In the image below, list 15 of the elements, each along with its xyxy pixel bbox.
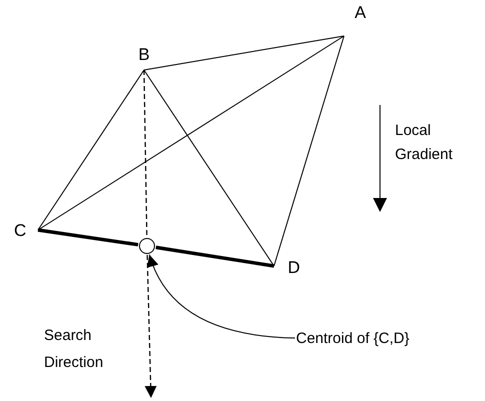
edge-line — [38, 36, 344, 230]
edge-line — [144, 70, 274, 266]
edge-line — [38, 70, 144, 230]
edge-line — [156, 246, 274, 268]
leader-arrow — [148, 254, 296, 338]
label-text: Search Direction — [44, 326, 104, 373]
label-text: Local Gradient — [395, 121, 454, 165]
vertex-label: C — [14, 216, 38, 244]
vertex-label: D — [274, 254, 300, 280]
callout-text: Centroid of {C,D} — [296, 328, 466, 348]
vertex-label: A — [344, 4, 366, 36]
vertex-label: B — [130, 46, 158, 70]
edge-line — [274, 36, 344, 266]
edge-line — [144, 36, 344, 70]
arrow — [144, 254, 157, 398]
